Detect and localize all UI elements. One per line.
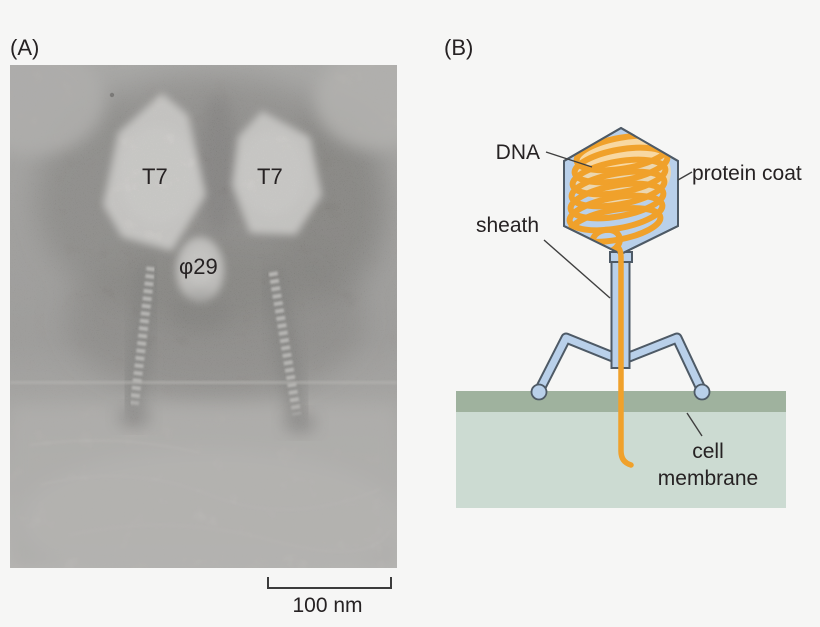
phage-leg-left	[535, 334, 617, 395]
phage-leg-right	[625, 334, 706, 395]
bacteriophage-diagram	[456, 126, 786, 508]
callout-leader-lines	[543, 151, 703, 437]
dna-coil	[566, 132, 673, 254]
phage-foot-left	[530, 383, 548, 401]
phage-foot-right	[693, 383, 711, 401]
em-micrograph: T7 T7 φ29	[10, 65, 397, 568]
t7-label-right: T7	[257, 164, 283, 189]
t7-label-left: T7	[142, 164, 168, 189]
dna-leader-line	[545, 151, 593, 168]
sheath-leader-line	[543, 239, 611, 299]
phi29-label: φ29	[179, 254, 218, 279]
panel-a-label: (A)	[10, 35, 40, 60]
cell-membrane-label: cell membrane	[657, 440, 759, 491]
dna-strand	[614, 243, 634, 468]
panel-b-label: (B)	[444, 35, 474, 60]
em-grain-texture	[10, 65, 397, 568]
phage-legs	[530, 332, 711, 401]
scale-bar-label: 100 nm	[292, 594, 363, 617]
dna-label: DNA	[495, 141, 540, 164]
cell-membrane-leader-line	[686, 412, 703, 437]
scale-bar	[267, 577, 392, 589]
protein-coat-label: protein coat	[692, 162, 802, 185]
protein-coat-leader-line	[677, 171, 693, 181]
sheath-label: sheath	[476, 214, 540, 237]
em-micrograph-image	[10, 65, 397, 568]
